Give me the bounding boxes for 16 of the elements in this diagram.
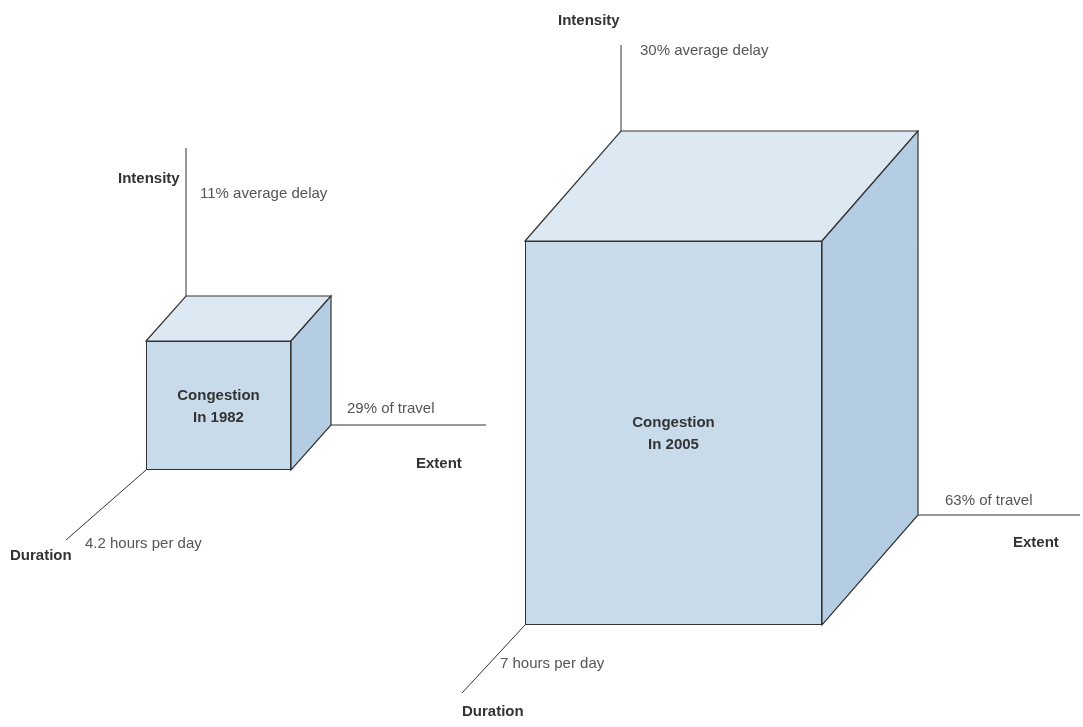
axis-title: Intensity xyxy=(118,168,180,188)
cube-label: Congestion In 2005 xyxy=(631,412,716,454)
value-label: 11% average delay xyxy=(200,183,328,203)
value-label: 7 hours per day xyxy=(500,653,605,673)
value-label: 63% of travel xyxy=(945,490,1033,510)
value-label: 30% average delay xyxy=(640,40,769,60)
value-label: 4.2 hours per day xyxy=(85,533,202,553)
axis-title: Intensity xyxy=(558,10,620,30)
axis-title: Extent xyxy=(416,453,462,473)
cube-front-face xyxy=(146,341,291,470)
cube-front-face xyxy=(525,241,822,625)
value-label: 29% of travel xyxy=(347,398,435,418)
axis-title: Duration xyxy=(10,545,72,565)
cube-label: Congestion In 1982 xyxy=(176,384,261,427)
axis-title: Extent xyxy=(1013,532,1059,552)
axis-title: Duration xyxy=(462,701,524,721)
